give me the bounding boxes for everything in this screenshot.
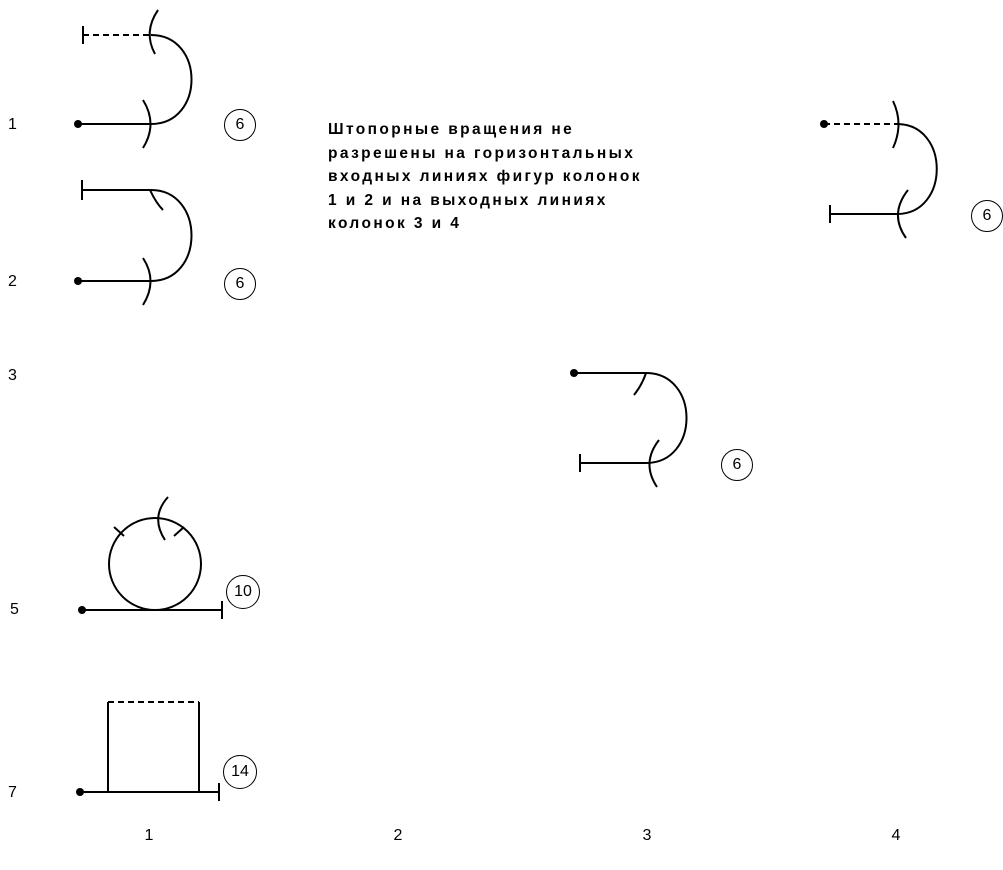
note-line-1: Штопорные вращения не: [328, 121, 575, 138]
coefficient-badge-row2-col1: 6: [224, 268, 256, 300]
coefficient-badge-row5-col1: 10: [226, 575, 260, 609]
note-line-4: 1 и 2 и на выходных линиях: [328, 191, 608, 209]
half-loop-arc: [896, 123, 938, 215]
roll-mark-top: [157, 496, 169, 541]
row-label-1: 1: [8, 116, 17, 133]
roll-tick-left: [113, 526, 125, 537]
column-label-4: 4: [891, 827, 901, 844]
roll-mark-bottom: [897, 189, 909, 239]
half-loop-arc: [150, 189, 193, 282]
roll-mark-top: [148, 9, 159, 55]
row-label-3: 3: [8, 367, 17, 384]
half-loop-arc: [645, 372, 688, 464]
roll-mark-top: [892, 100, 900, 149]
roll-mark-top: [633, 372, 647, 396]
row-label-5: 5: [10, 601, 19, 618]
roll-mark-bottom: [648, 439, 660, 488]
figure-row3-col3: [570, 369, 688, 488]
note-line-2: разрешены на горизонтальных: [328, 144, 636, 162]
coefficient-badge-row3-col3: 6: [721, 449, 753, 481]
column-label-3: 3: [642, 827, 652, 844]
note-line-5: колонок 3 и 4: [328, 215, 462, 232]
row-label-7: 7: [8, 784, 17, 801]
figure-row7-col1: [76, 701, 220, 801]
figure-row5-col1: [78, 496, 223, 619]
loop-circle: [108, 517, 202, 611]
note-line-3: входных линиях фигур колонок: [328, 168, 642, 185]
spin-restriction-note: Штопорные вращения не разрешены на гориз…: [328, 118, 768, 236]
figure-row1-col4: [820, 100, 938, 239]
start-dot: [74, 277, 82, 285]
half-loop-arc: [150, 34, 193, 125]
roll-tick-right: [173, 526, 185, 537]
roll-mark-top: [149, 189, 164, 211]
roll-mark-bottom: [142, 99, 152, 149]
start-dot: [74, 120, 82, 128]
figure-row2-col1: [74, 180, 193, 306]
column-label-1: 1: [144, 827, 154, 844]
row-label-2: 2: [8, 273, 17, 290]
roll-mark-bottom: [142, 257, 152, 306]
coefficient-badge-row7-col1: 14: [223, 755, 257, 789]
column-label-2: 2: [393, 827, 403, 844]
figure-row1-col1: [74, 9, 193, 149]
coefficient-badge-row1-col1: 6: [224, 109, 256, 141]
coefficient-badge-row1-col4: 6: [971, 200, 1003, 232]
